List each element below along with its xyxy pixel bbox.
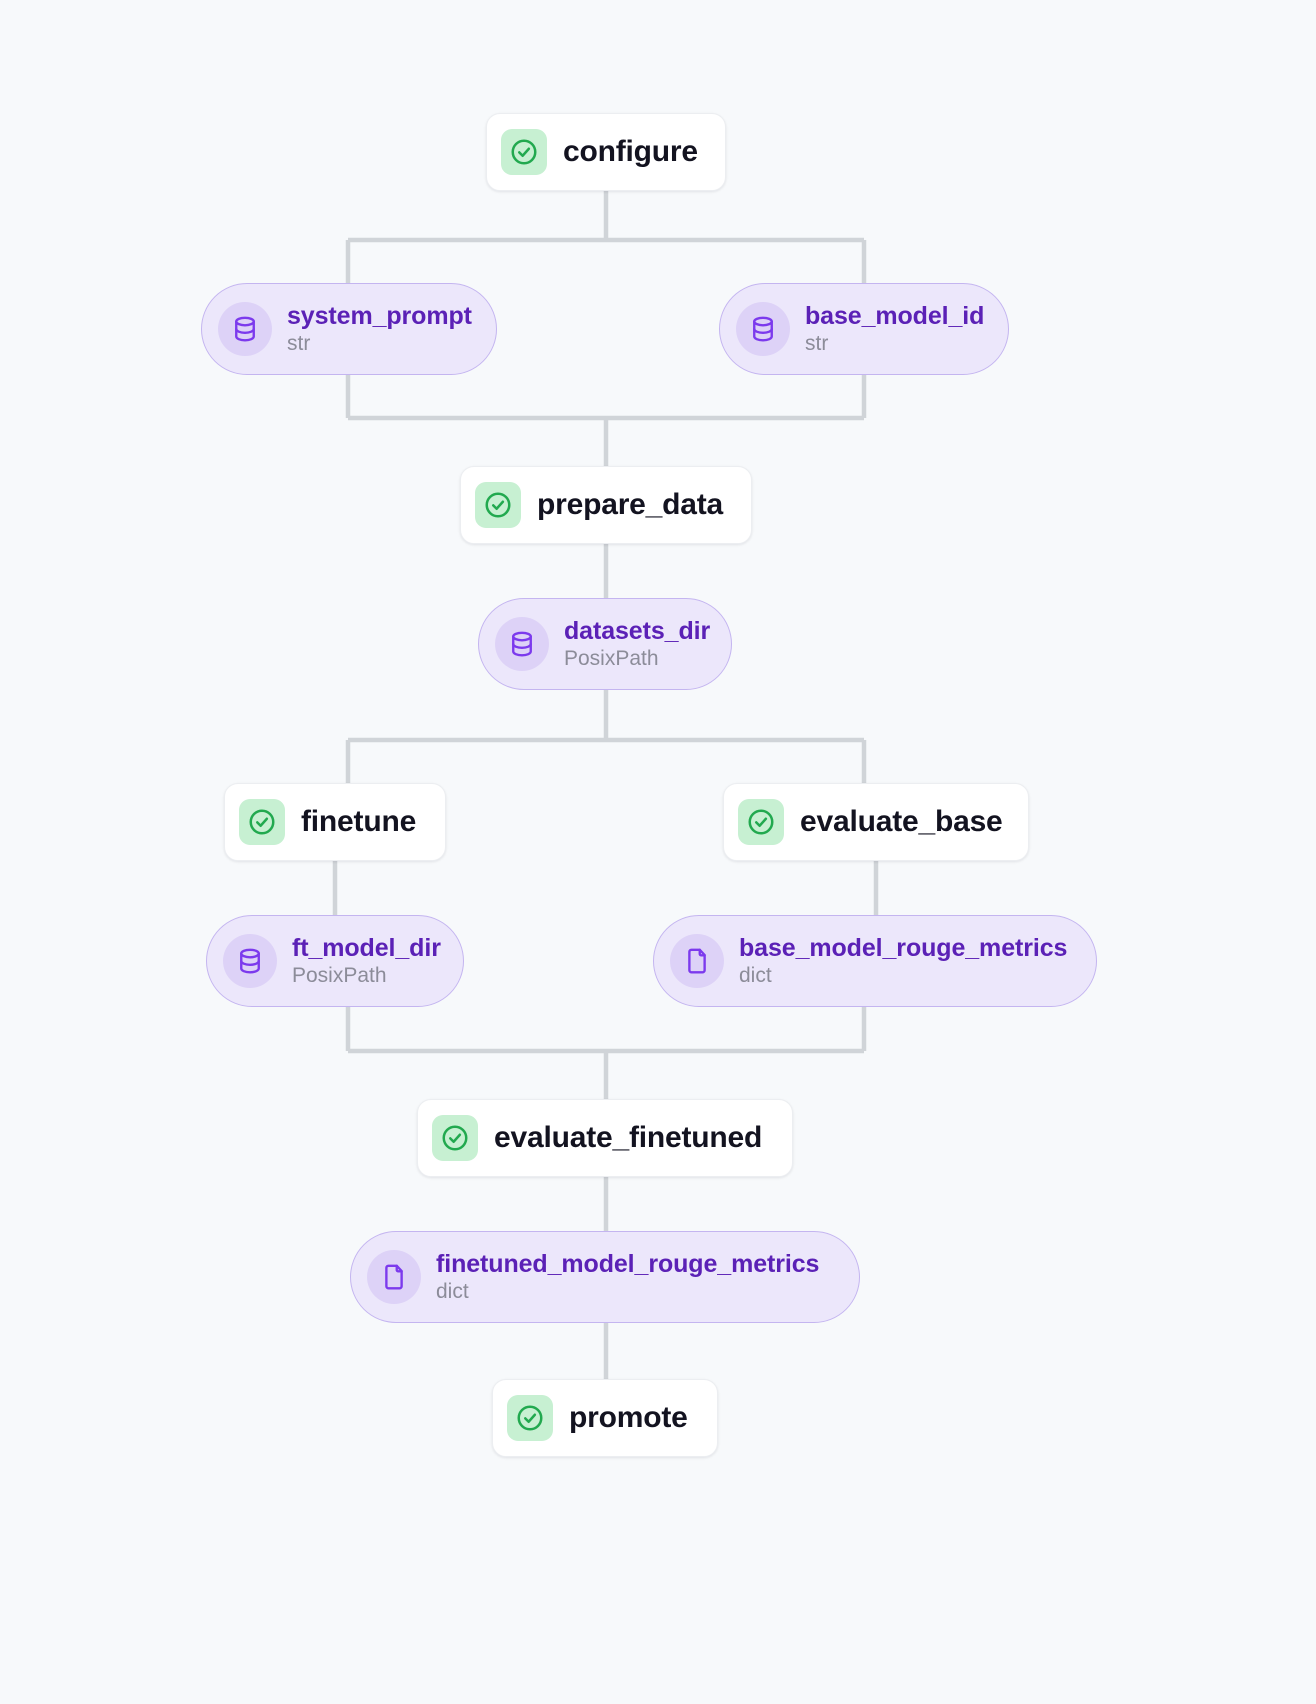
database-icon — [223, 934, 277, 988]
step-node-finetune[interactable]: finetune — [224, 783, 446, 861]
check-circle-icon — [432, 1115, 478, 1161]
artifact-node-system-prompt[interactable]: system_prompt str — [201, 283, 497, 375]
step-label: evaluate_base — [800, 805, 1003, 838]
database-icon — [495, 617, 549, 671]
artifact-node-base-model-rouge-metrics[interactable]: base_model_rouge_metrics dict — [653, 915, 1097, 1007]
artifact-name: ft_model_dir — [292, 933, 441, 962]
check-circle-icon — [501, 129, 547, 175]
step-label: promote — [569, 1401, 688, 1434]
step-node-promote[interactable]: promote — [492, 1379, 718, 1457]
step-label: configure — [563, 135, 698, 168]
check-circle-icon — [239, 799, 285, 845]
artifact-text: system_prompt str — [287, 302, 472, 356]
artifact-text: base_model_id str — [805, 302, 984, 356]
step-label: finetune — [301, 805, 417, 838]
artifact-text: ft_model_dir PosixPath — [292, 934, 441, 988]
check-circle-icon — [507, 1395, 553, 1441]
artifact-text: datasets_dir PosixPath — [564, 617, 710, 671]
artifact-name: datasets_dir — [564, 616, 711, 645]
artifact-type: PosixPath — [292, 963, 387, 987]
check-circle-icon — [475, 482, 521, 528]
artifact-text: finetuned_model_rouge_metrics dict — [436, 1250, 819, 1304]
step-label: evaluate_finetuned — [494, 1121, 763, 1154]
artifact-name: system_prompt — [287, 301, 472, 330]
artifact-type: str — [805, 331, 829, 355]
file-icon — [367, 1250, 421, 1304]
database-icon — [218, 302, 272, 356]
step-node-evaluate-finetuned[interactable]: evaluate_finetuned — [417, 1099, 793, 1177]
step-node-evaluate-base[interactable]: evaluate_base — [723, 783, 1029, 861]
artifact-name: finetuned_model_rouge_metrics — [436, 1249, 820, 1278]
artifact-name: base_model_rouge_metrics — [739, 933, 1068, 962]
step-node-prepare-data[interactable]: prepare_data — [460, 466, 752, 544]
file-icon — [670, 934, 724, 988]
check-circle-icon — [738, 799, 784, 845]
step-node-configure[interactable]: configure — [486, 113, 726, 191]
step-label: prepare_data — [537, 488, 724, 521]
artifact-type: dict — [436, 1279, 469, 1303]
artifact-node-finetuned-model-rouge-metrics[interactable]: finetuned_model_rouge_metrics dict — [350, 1231, 860, 1323]
artifact-text: base_model_rouge_metrics dict — [739, 934, 1067, 988]
database-icon — [736, 302, 790, 356]
artifact-node-ft-model-dir[interactable]: ft_model_dir PosixPath — [206, 915, 464, 1007]
artifact-node-datasets-dir[interactable]: datasets_dir PosixPath — [478, 598, 732, 690]
artifact-type: dict — [739, 963, 772, 987]
artifact-type: str — [287, 331, 311, 355]
artifact-node-base-model-id[interactable]: base_model_id str — [719, 283, 1009, 375]
artifact-name: base_model_id — [805, 301, 985, 330]
artifact-type: PosixPath — [564, 646, 659, 670]
